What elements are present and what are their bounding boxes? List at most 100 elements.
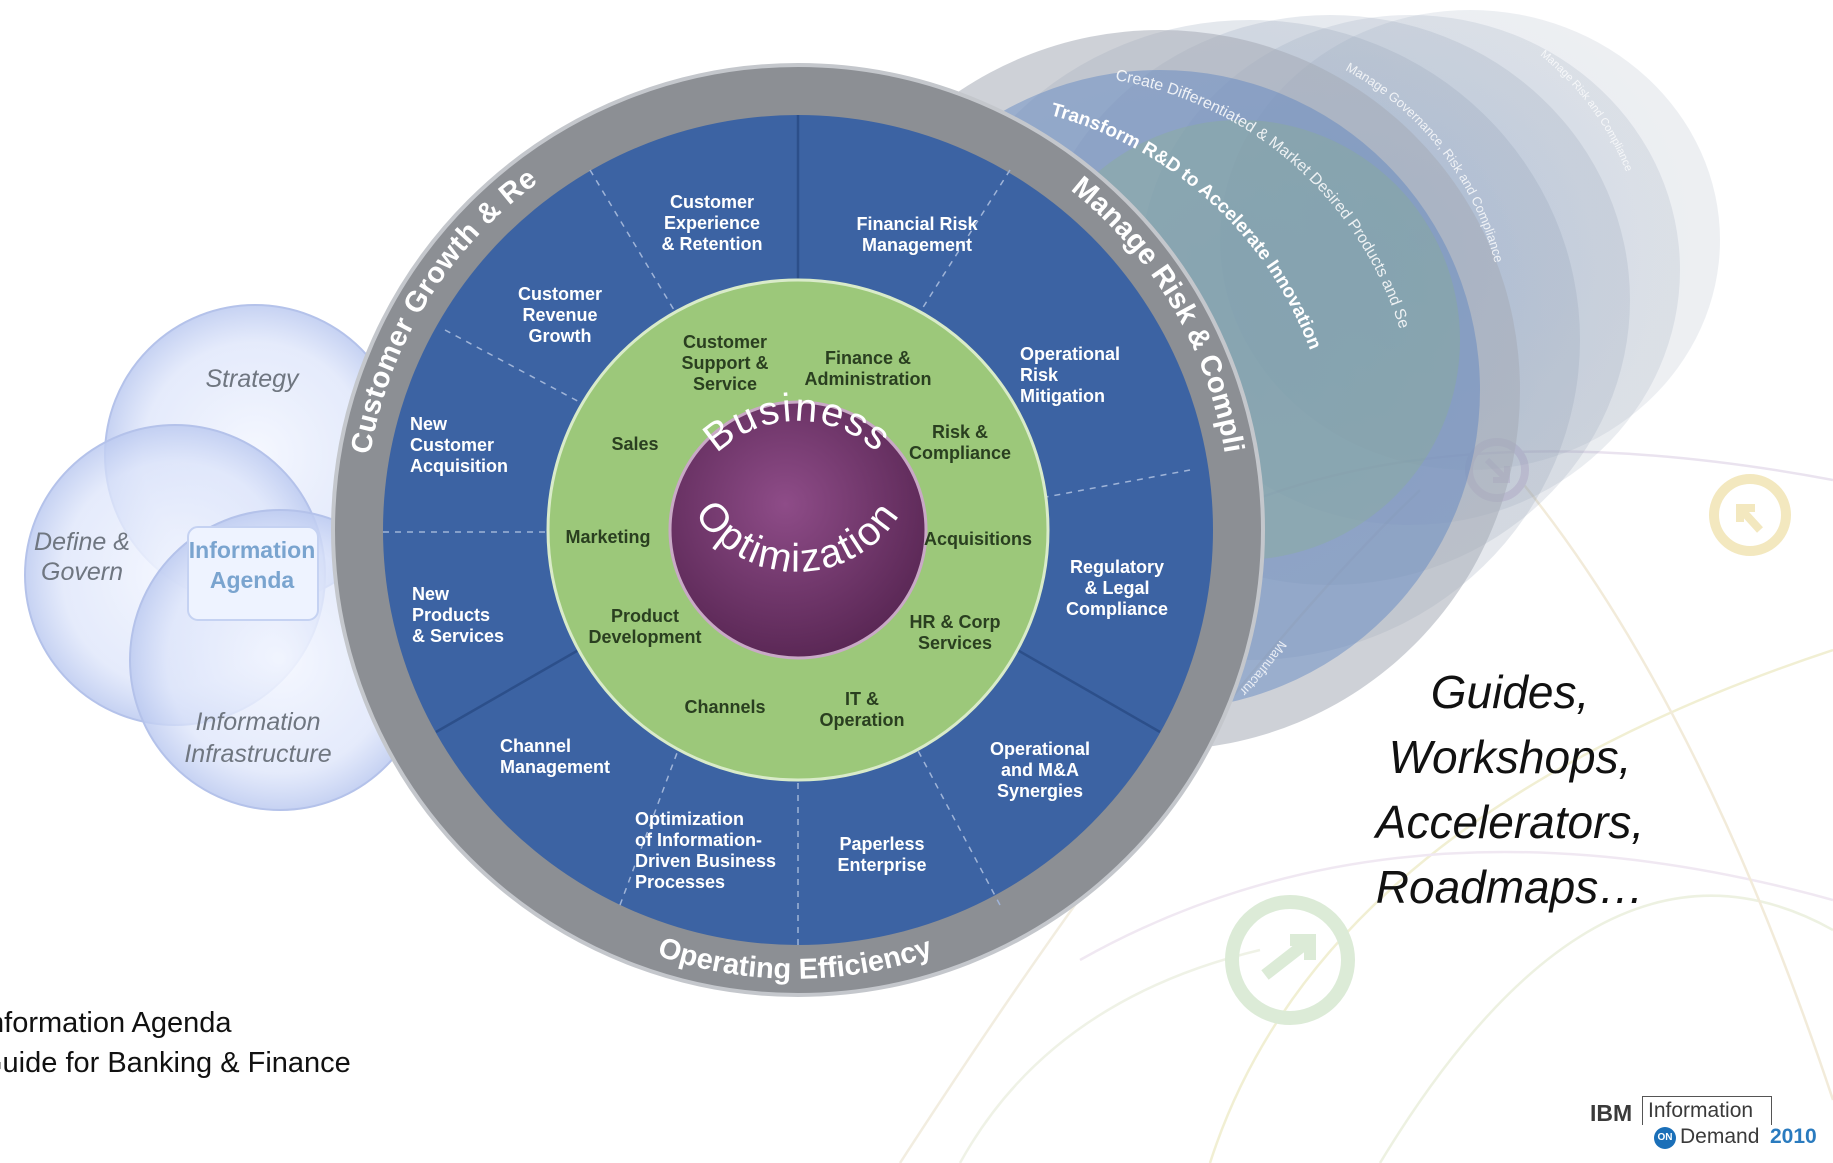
green-segment-label-7-line-1: Services <box>918 633 992 653</box>
blue-segment-label-4-line-0: New <box>410 414 448 434</box>
green-segment-label-7-line-0: HR & Corp <box>910 612 1001 632</box>
blue-segment-label-1-line-0: Financial Risk <box>856 214 978 234</box>
blue-segment-label-5-line-2: Compliance <box>1066 599 1168 619</box>
tagline-line-3: Accelerators, <box>1375 796 1645 848</box>
blue-segment-label-9-line-0: Paperless <box>839 834 924 854</box>
green-segment-label-9-line-0: IT & <box>845 689 879 709</box>
green-segment-label-5: Acquisitions <box>924 529 1032 549</box>
blue-segment-label-8-line-1: Management <box>500 757 610 777</box>
green-segment-label-8-line-0: Channels <box>684 697 765 717</box>
arrow-icon-2 <box>1736 504 1763 533</box>
blue-segment-label-2-line-1: Revenue <box>522 305 597 325</box>
green-segment-label-4-line-0: Marketing <box>565 527 650 547</box>
blue-segment-label-1-line-1: Management <box>862 235 972 255</box>
tagline-line-2: Workshops, <box>1388 731 1632 783</box>
venn-label-define-1: Define & <box>34 528 130 556</box>
blue-segment-label-2-line-2: Growth <box>529 326 592 346</box>
blue-segment-label-6-line-2: & Services <box>412 626 504 646</box>
caption-line-2: Guide for Banking & Finance <box>0 1047 351 1079</box>
logo-bracket <box>1642 1096 1772 1125</box>
venn-center-box <box>187 526 319 621</box>
arrow-icon-3 <box>1261 934 1316 980</box>
green-segment-label-3-line-1: Compliance <box>909 443 1011 463</box>
blue-segment-label-2-line-0: Customer <box>518 284 602 304</box>
background-curves <box>898 450 1833 1163</box>
green-segment-label-1-line-1: Administration <box>804 369 931 389</box>
caption: Information Agenda Guide for Banking & F… <box>0 1003 351 1083</box>
ibm-wordmark: IBM <box>1590 1100 1633 1126</box>
blue-segment-label-10-line-0: Optimization <box>635 809 744 829</box>
venn-label-center-1: Information <box>189 537 316 563</box>
blue-segment-label-7-line-1: and M&A <box>1001 760 1079 780</box>
logo-demand: Demand <box>1680 1125 1760 1148</box>
blue-segment-label-10-line-1: of Information- <box>635 830 762 850</box>
green-segment-label-2: Sales <box>611 434 658 454</box>
blue-segment-label-6-line-0: New <box>412 584 450 604</box>
blue-segment-label-4-line-2: Acquisition <box>410 456 508 476</box>
blue-segment-label-10-line-2: Driven Business <box>635 851 776 871</box>
green-segment-label-4: Marketing <box>565 527 650 547</box>
blue-segment-label-5-line-0: Regulatory <box>1070 557 1164 577</box>
tagline-line-1: Guides, <box>1430 666 1590 718</box>
blue-segment-label-0-line-0: Customer <box>670 192 754 212</box>
blue-segment-label-10-line-3: Processes <box>635 872 725 892</box>
blue-segment-label-5-line-1: & Legal <box>1084 578 1149 598</box>
blue-dashed-dividers <box>383 169 1191 945</box>
green-segment-label-0-line-1: Support & <box>682 353 769 373</box>
venn-label-center-2: Agenda <box>210 567 295 593</box>
arrow-circle-icon-2 <box>1709 474 1791 556</box>
venn-label-define-2: Govern <box>41 558 123 586</box>
blue-segment-label-8-line-0: Channel <box>500 736 571 756</box>
venn-label-infra-2: Infrastructure <box>184 740 331 768</box>
on-badge-icon: ON <box>1654 1127 1676 1149</box>
green-segment-label-3: Risk &Compliance <box>909 422 1011 463</box>
venn-label-strategy: Strategy <box>205 365 300 393</box>
blue-segment-label-3-line-1: Risk <box>1020 365 1059 385</box>
logo-information: Information <box>1648 1099 1754 1122</box>
green-segment-label-1: Finance &Administration <box>804 348 931 389</box>
green-segment-label-6-line-1: Development <box>588 627 701 647</box>
green-segment-label-6-line-0: Product <box>611 606 679 626</box>
venn-label-infra-1: Information <box>195 708 320 736</box>
green-segment-label-3-line-0: Risk & <box>932 422 988 442</box>
green-segment-label-2-line-0: Sales <box>611 434 658 454</box>
core-circle <box>668 400 928 660</box>
green-segment-label-9-line-1: Operation <box>819 710 904 730</box>
blue-segment-label-0-line-1: Experience <box>664 213 760 233</box>
green-segment-label-0-line-2: Service <box>693 374 757 394</box>
blue-segment-label-3-line-0: Operational <box>1020 344 1120 364</box>
blue-segment-label-3-line-2: Mitigation <box>1020 386 1105 406</box>
blue-segment-label-7-line-0: Operational <box>990 739 1090 759</box>
green-segment-label-5-line-0: Acquisitions <box>924 529 1032 549</box>
blue-segment-label-4-line-1: Customer <box>410 435 494 455</box>
caption-line-1: Information Agenda <box>0 1007 232 1039</box>
blue-segment-label-9-line-1: Enterprise <box>837 855 926 875</box>
green-segment-label-0-line-0: Customer <box>683 332 767 352</box>
logo-year: 2010 <box>1770 1125 1817 1148</box>
blue-segment-label-6-line-1: Products <box>412 605 490 625</box>
green-segment-label-1-line-0: Finance & <box>825 348 911 368</box>
tagline: Guides, Workshops, Accelerators, Roadmap… <box>1335 660 1685 920</box>
green-segment-label-9: IT &Operation <box>819 689 904 730</box>
blue-segment-label-0-line-2: & Retention <box>662 234 763 254</box>
tagline-line-4: Roadmaps… <box>1375 861 1645 913</box>
arrow-circle-icon-3 <box>1225 895 1355 1025</box>
green-segment-label-8: Channels <box>684 697 765 717</box>
blue-segment-label-7-line-2: Synergies <box>997 781 1083 801</box>
